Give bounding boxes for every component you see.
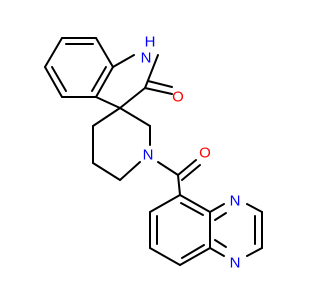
nh-hydrogen-label: H xyxy=(145,34,156,51)
bond xyxy=(119,87,146,109)
quinoxaline-benzo-ring xyxy=(149,194,211,266)
indoline-benzene-ring xyxy=(44,37,114,98)
lactam-oxygen-label: O xyxy=(172,89,184,106)
bond xyxy=(119,161,141,181)
bond xyxy=(214,212,227,221)
bond xyxy=(147,80,173,88)
bond xyxy=(177,159,197,176)
quinoxaline-nitrogen-top-label: N xyxy=(230,193,241,210)
bond xyxy=(179,247,211,266)
amide-oxygen-label: O xyxy=(199,145,211,162)
bond xyxy=(91,66,107,92)
bond xyxy=(95,96,121,109)
molecule-diagram: H N O N O N N xyxy=(44,33,263,272)
bond xyxy=(112,54,135,68)
piperidine-nitrogen-label: N xyxy=(143,147,154,164)
bond xyxy=(92,162,121,181)
bond xyxy=(181,164,201,181)
atom-label-nh: H N xyxy=(141,34,156,67)
bond xyxy=(44,37,63,68)
lactam-ring xyxy=(95,54,173,109)
bond xyxy=(92,107,121,127)
amide-linker xyxy=(157,159,201,196)
bond xyxy=(180,202,204,216)
structure-svg: H N O N O N N xyxy=(44,34,263,272)
bond xyxy=(149,194,181,213)
bond xyxy=(149,247,181,266)
bond xyxy=(95,66,114,98)
bond xyxy=(144,54,159,89)
bond xyxy=(44,66,63,98)
quinoxaline-nitrogen-bottom-label: N xyxy=(230,255,241,272)
bond xyxy=(95,37,114,68)
bond xyxy=(119,107,151,127)
bond xyxy=(179,194,211,213)
bond xyxy=(51,66,67,92)
quinoxaline-pyrazine-ring xyxy=(209,203,263,257)
bond xyxy=(209,203,225,213)
bond xyxy=(144,87,173,95)
bond xyxy=(246,247,263,257)
bond xyxy=(181,244,205,259)
nh-nitrogen-label: N xyxy=(141,50,152,67)
bond xyxy=(246,203,263,213)
bond xyxy=(209,247,225,257)
piperidine-ring xyxy=(92,107,151,181)
bond xyxy=(157,161,179,176)
bond xyxy=(177,174,181,196)
bond xyxy=(214,239,227,248)
